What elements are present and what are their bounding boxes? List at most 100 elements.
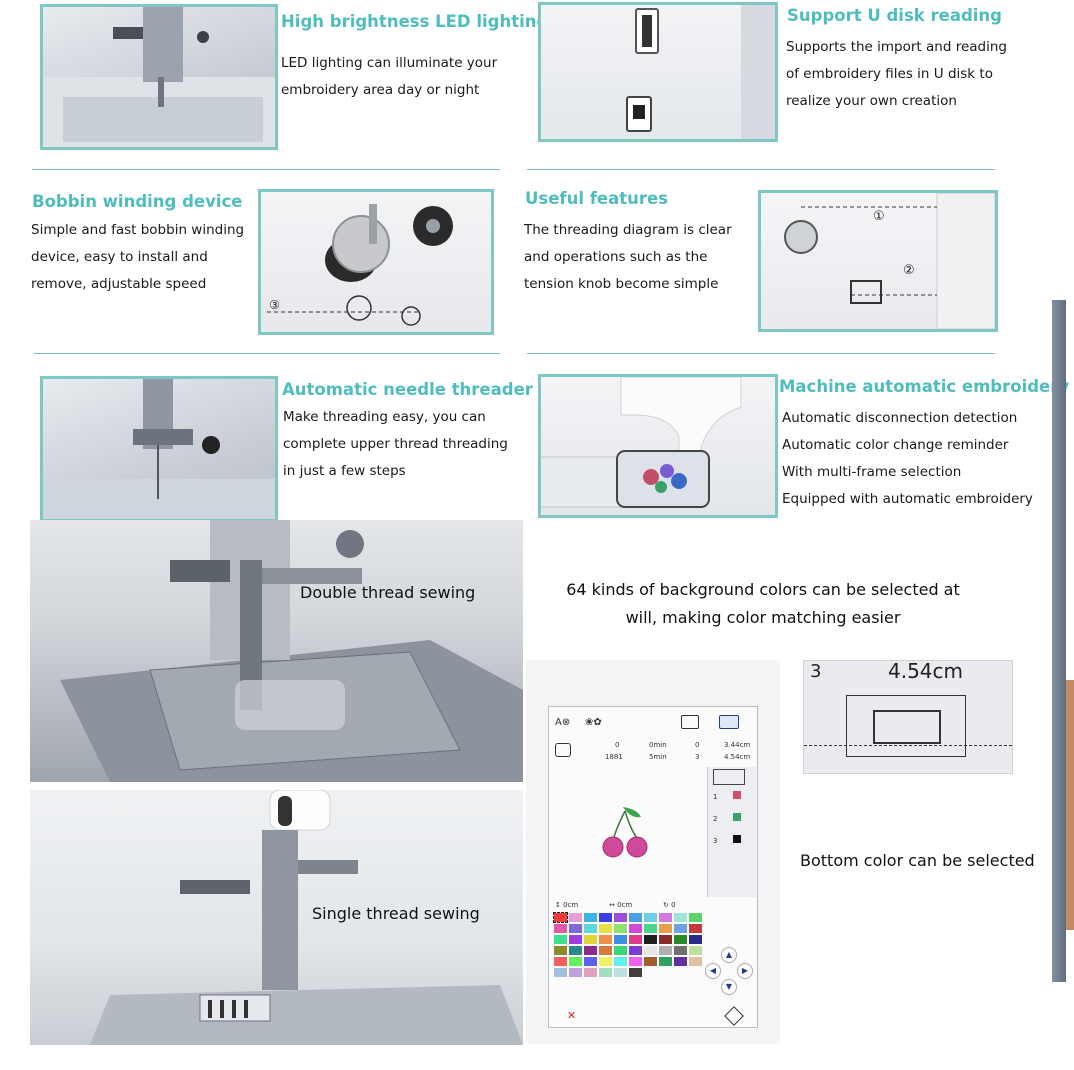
color-swatch[interactable] bbox=[584, 946, 597, 955]
color-swatch[interactable] bbox=[614, 946, 627, 955]
color-swatch[interactable] bbox=[614, 935, 627, 944]
thread-color-icon bbox=[733, 835, 741, 843]
color-swatch[interactable] bbox=[659, 913, 672, 922]
sewing-plate-icon bbox=[60, 520, 523, 782]
color-swatch[interactable] bbox=[599, 924, 612, 933]
color-swatch[interactable] bbox=[599, 968, 612, 977]
color-swatch[interactable] bbox=[599, 913, 612, 922]
color-swatch[interactable] bbox=[659, 957, 672, 966]
color-swatch[interactable] bbox=[553, 912, 568, 923]
color-swatch[interactable] bbox=[584, 935, 597, 944]
color-swatch[interactable] bbox=[554, 935, 567, 944]
color-swatch[interactable] bbox=[614, 924, 627, 933]
color-swatch[interactable] bbox=[689, 913, 702, 922]
color-swatch[interactable] bbox=[659, 946, 672, 955]
color-swatch[interactable] bbox=[629, 946, 642, 955]
confirm-icon[interactable] bbox=[724, 1006, 744, 1026]
color-swatch[interactable] bbox=[689, 935, 702, 944]
color-swatch[interactable] bbox=[689, 946, 702, 955]
color-swatch[interactable] bbox=[629, 935, 642, 944]
color-swatch[interactable] bbox=[674, 935, 687, 944]
rotation-readout: ↻ 0 bbox=[663, 901, 676, 909]
touch-screen: A⊗ ❀✿ 0 1881 0min 5min 0 3 3.44cm 4.54cm… bbox=[548, 706, 758, 1028]
flower-icon[interactable]: ❀✿ bbox=[585, 717, 602, 728]
diagram-step-label: ③ bbox=[269, 298, 280, 312]
arrow-up-icon[interactable]: ▲ bbox=[721, 947, 737, 963]
color-swatch[interactable] bbox=[674, 924, 687, 933]
stitch-total: 1881 bbox=[605, 753, 623, 761]
feature-title: Machine automatic embroidery bbox=[779, 377, 1070, 396]
bobbin-icon bbox=[267, 204, 453, 326]
color-swatch[interactable] bbox=[629, 924, 642, 933]
design-width: 3.44cm bbox=[724, 741, 751, 749]
zoom-frame-icon bbox=[846, 695, 966, 757]
color-swatch[interactable] bbox=[644, 935, 657, 944]
color-swatch[interactable] bbox=[689, 924, 702, 933]
color-swatch[interactable] bbox=[659, 935, 672, 944]
color-swatch[interactable] bbox=[629, 957, 642, 966]
color-swatch[interactable] bbox=[644, 946, 657, 955]
side-strip bbox=[1052, 300, 1066, 982]
color-swatch[interactable] bbox=[674, 913, 687, 922]
usb-port-photo bbox=[538, 2, 778, 142]
embroidery-machine-photo bbox=[538, 374, 778, 518]
menu-icon[interactable] bbox=[719, 715, 739, 729]
color-swatch[interactable] bbox=[569, 935, 582, 944]
arrow-left-icon[interactable]: ◀ bbox=[705, 963, 721, 979]
color-swatch[interactable] bbox=[554, 957, 567, 966]
color-swatch[interactable] bbox=[569, 946, 582, 955]
color-swatch[interactable] bbox=[659, 924, 672, 933]
color-swatch[interactable] bbox=[629, 968, 642, 977]
feature-description: Simple and fast bobbin winding device, e… bbox=[31, 222, 245, 292]
color-swatch[interactable] bbox=[614, 913, 627, 922]
color-swatch[interactable] bbox=[554, 968, 567, 977]
color-swatch[interactable] bbox=[614, 968, 627, 977]
color-swatch[interactable] bbox=[614, 957, 627, 966]
zoom-dash-line bbox=[804, 745, 1012, 746]
led-lighting-photo bbox=[40, 4, 278, 150]
arrow-down-icon[interactable]: ▼ bbox=[721, 979, 737, 995]
color-swatch[interactable] bbox=[554, 924, 567, 933]
color-swatch[interactable] bbox=[584, 968, 597, 977]
color-swatch[interactable] bbox=[629, 913, 642, 922]
color-swatch[interactable] bbox=[644, 924, 657, 933]
feature-description: Automatic disconnection detection Automa… bbox=[782, 410, 1033, 507]
color-swatch[interactable] bbox=[644, 957, 657, 966]
color-swatch[interactable] bbox=[689, 957, 702, 966]
presser-foot-icon bbox=[43, 379, 275, 519]
frame-preview-icon[interactable] bbox=[713, 769, 745, 785]
usb-port-icon bbox=[626, 5, 775, 139]
color-swatch[interactable] bbox=[674, 957, 687, 966]
machine-icon[interactable] bbox=[681, 715, 699, 729]
color-list-item[interactable]: 2 bbox=[713, 815, 718, 823]
stitch-counter: 0 bbox=[615, 741, 620, 749]
color-swatch[interactable] bbox=[584, 957, 597, 966]
color-swatch[interactable] bbox=[599, 957, 612, 966]
feature-title: Useful features bbox=[525, 189, 669, 208]
color-swatch[interactable] bbox=[569, 957, 582, 966]
color-swatch[interactable] bbox=[569, 968, 582, 977]
zoom-detail: 3 4.54cm bbox=[803, 660, 1013, 774]
text-mode-icon[interactable]: A⊗ bbox=[555, 717, 571, 728]
section-divider bbox=[34, 353, 500, 354]
color-swatch[interactable] bbox=[584, 913, 597, 922]
color-list-item[interactable]: 3 bbox=[713, 837, 718, 845]
color-swatch[interactable] bbox=[674, 946, 687, 955]
bottom-color-caption: Bottom color can be selected bbox=[800, 851, 1035, 870]
color-swatch[interactable] bbox=[569, 913, 582, 922]
color-list-item[interactable]: 1 bbox=[713, 793, 718, 801]
section-divider bbox=[527, 353, 995, 354]
color-swatch[interactable] bbox=[644, 913, 657, 922]
needle-threader-photo bbox=[40, 376, 278, 522]
offset-x-readout: ↔ 0cm bbox=[609, 901, 633, 909]
color-swatch[interactable] bbox=[599, 946, 612, 955]
color-swatch[interactable] bbox=[554, 946, 567, 955]
color-swatch[interactable] bbox=[584, 924, 597, 933]
feature-title: Bobbin winding device bbox=[32, 192, 243, 211]
arrow-right-icon[interactable]: ▶ bbox=[737, 963, 753, 979]
color-swatch[interactable] bbox=[569, 924, 582, 933]
close-button[interactable]: ✕ bbox=[567, 1009, 577, 1022]
feature-title: Support U disk reading bbox=[787, 6, 1002, 25]
color-slot-total: 3 bbox=[695, 753, 700, 761]
color-swatch[interactable] bbox=[599, 935, 612, 944]
